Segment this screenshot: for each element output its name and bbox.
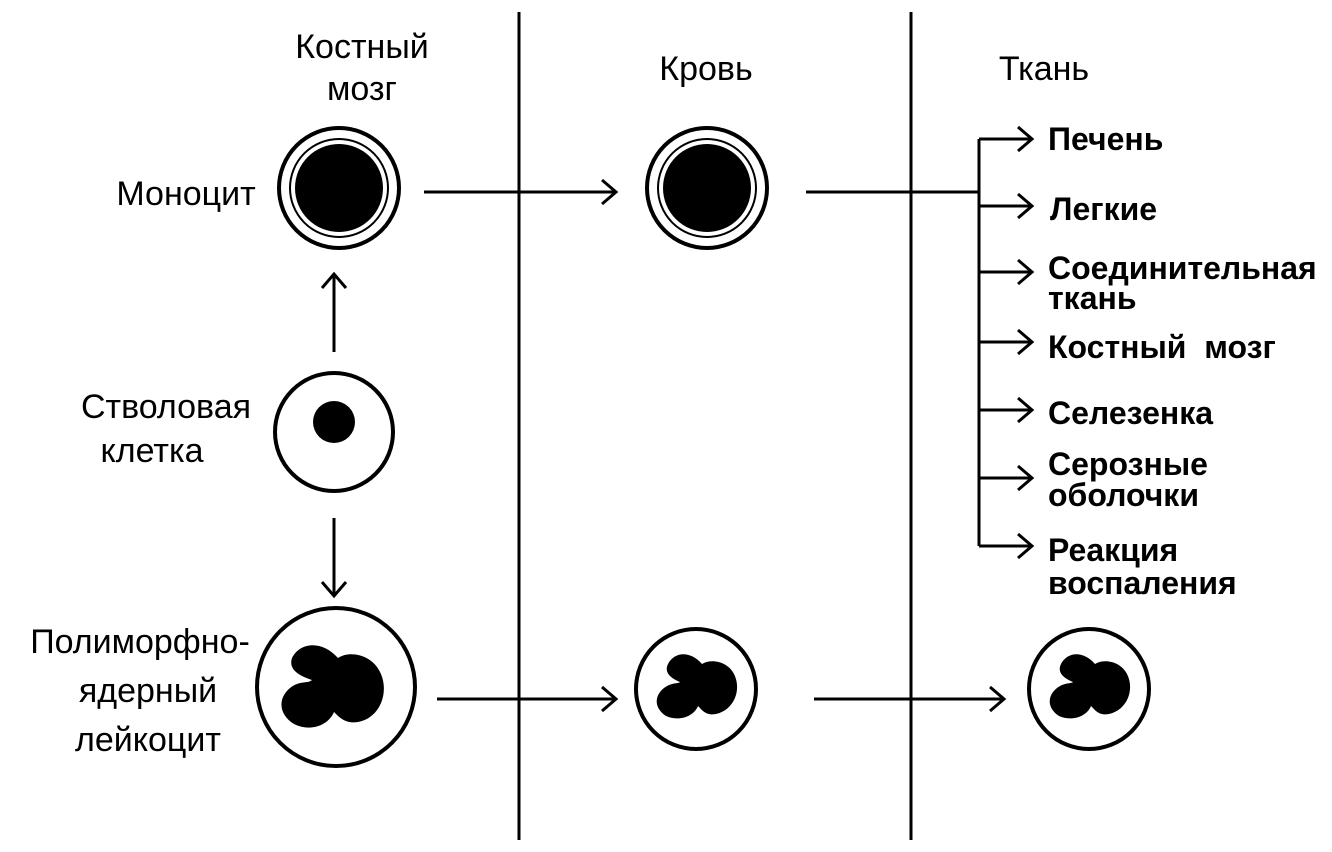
monocyte-cell-marrow <box>277 126 401 250</box>
tissue-label-liver: Печень <box>1048 121 1163 157</box>
header-blood: Кровь <box>659 50 752 88</box>
tissue-arrow-bone-marrow <box>979 328 1034 356</box>
tissue-label-serous-line2: оболочки <box>1048 477 1199 513</box>
tissue-label-bone-marrow: Костный мозг <box>1048 329 1276 365</box>
tissue-label-inflammation-line2: воспаления <box>1048 565 1237 601</box>
tissue-label-inflammation-line1: Реакция <box>1048 532 1178 568</box>
label-stem-cell-line2: клетка <box>101 432 204 470</box>
arrow-stem-to-monocyte <box>320 272 348 352</box>
monocyte-cell-blood <box>645 126 769 250</box>
label-pmn-line1: Полиморфно- <box>30 623 250 661</box>
label-monocyte: Моноцит <box>116 175 255 213</box>
label-stem-cell-line1: Стволовая <box>81 388 251 426</box>
monocyte-to-tissues-connector <box>806 139 981 546</box>
arrow-monocyte-to-blood <box>424 178 618 206</box>
arrow-pmn-to-tissue <box>814 685 1006 713</box>
label-pmn-line3: лейкоцит <box>75 721 221 759</box>
stem-cell <box>273 371 395 493</box>
pmn-cell-marrow <box>255 606 417 768</box>
tissue-arrow-serous <box>979 464 1034 492</box>
pmn-cell-tissue <box>1027 627 1151 751</box>
header-bone-marrow-line2: мозг <box>327 70 397 108</box>
pmn-cell-blood <box>634 627 758 751</box>
tissue-label-spleen: Селезенка <box>1048 395 1213 431</box>
header-tissue: Ткань <box>999 50 1089 88</box>
tissue-arrow-connective <box>979 258 1034 286</box>
tissue-label-serous-line1: Серозные <box>1048 446 1208 482</box>
tissue-label-connective-line1: Соединительная <box>1048 250 1317 286</box>
label-pmn-line2: ядерный <box>79 672 217 710</box>
tissue-label-lungs: Легкие <box>1050 191 1157 227</box>
tissue-label-connective-line2: ткань <box>1048 280 1136 316</box>
header-bone-marrow-line1: Костный <box>295 28 429 66</box>
tissue-arrow-lungs <box>979 192 1034 220</box>
tissue-arrow-spleen <box>979 396 1034 424</box>
tissue-arrow-liver <box>979 125 1034 153</box>
tissue-arrow-inflammation <box>979 532 1034 560</box>
arrow-stem-to-pmn <box>320 518 348 598</box>
arrow-pmn-to-blood <box>437 685 618 713</box>
